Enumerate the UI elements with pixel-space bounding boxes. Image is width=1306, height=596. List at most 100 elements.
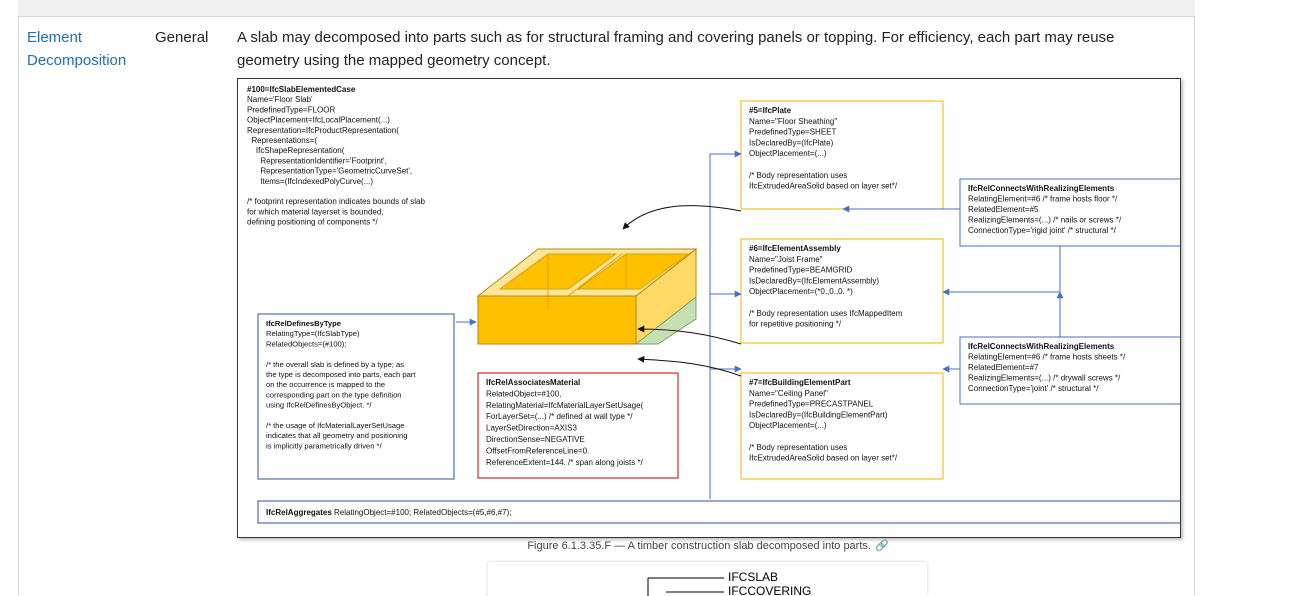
slab-3d-illustration	[476, 247, 698, 346]
aggregates-text: IfcRelAggregates RelatingObject=#100; Re…	[266, 508, 511, 517]
defines-box-line: corresponding part on the type definitio…	[266, 390, 402, 399]
defines-box-line: RelatedObjects=(#100);	[266, 339, 346, 348]
slab-bay-right	[576, 253, 690, 290]
part-box-line: IfcExtrudedAreaSolid based on layer set*…	[749, 454, 898, 463]
material-box-line: OffsetFromReferenceLine=0.	[486, 446, 589, 455]
assembly-box-line: /* Body representation uses IfcMappedIte…	[749, 309, 903, 318]
defines-box-line: is implicitly parametrically driven */	[266, 441, 383, 450]
part-box-title: #7=IfcBuildingElementPart	[749, 378, 851, 387]
part-box-line: ObjectPlacement=(...)	[749, 421, 827, 430]
assembly-to-slab-arrow	[637, 325, 742, 345]
connects1-box-title: IfcRelConnectsWithRealizingElements	[968, 184, 1115, 193]
figure-caption: Figure 6.1.3.35.F — A timber constructio…	[237, 539, 1179, 552]
connects1-to-assembly-connector	[942, 246, 1061, 296]
plate-box-frame	[740, 100, 944, 210]
part-to-slab-arrow	[637, 355, 742, 377]
slab-bay-left	[498, 253, 618, 290]
tree-node-ifcslab: IFCSLAB	[728, 570, 778, 584]
defines-box-line: RelatingType=(IfcSlabType)	[266, 329, 360, 338]
permalink-icon[interactable]: 🔗	[874, 540, 889, 552]
slab-definition-line: /* footprint representation indicates bo…	[247, 197, 425, 206]
defines-box-line: indicates that all geometry and position…	[266, 431, 407, 440]
connects2-box-line: ConnectionType='joint' /* structural */	[968, 384, 1099, 393]
connects2-box-line: RelatedElement=#7	[968, 363, 1039, 372]
slab-front-face	[477, 295, 637, 345]
material-box-frame	[477, 372, 679, 479]
next-figure-tree: IFCSLAB IFCCOVERING	[488, 562, 927, 596]
part-box-frame	[740, 372, 944, 480]
material-box-line: RelatingMaterial=IfcMaterialLayerSetUsag…	[486, 401, 644, 410]
associates-material-box: IfcRelAssociatesMaterialRelatedObject=#1…	[477, 372, 679, 479]
aggregates-frame	[257, 500, 1180, 524]
connects1-box-line: ConnectionType='rigid joint' /* structur…	[968, 226, 1117, 235]
concept-description: A slab may decomposed into parts such as…	[237, 29, 1115, 69]
connects1-box-line: RelatingElement=#6 /* frame hosts floor …	[968, 195, 1118, 204]
slab-definition-line: Items=(IfcIndexedPolyCurve(...)	[247, 177, 373, 186]
connects1-box-line: RealizingElements=(...) /* nails or scre…	[968, 216, 1122, 225]
slab-definition-line: Representation=IfcProductRepresentation(	[247, 126, 399, 135]
slab-definition-line: for which material layerset is bounded,	[247, 207, 384, 216]
connects2-box-line: RealizingElements=(...) /* drywall screw…	[968, 374, 1121, 383]
material-box-title: IfcRelAssociatesMaterial	[486, 378, 580, 387]
slab-definition-line: RepresentationType='GeometricCurveSet',	[247, 167, 412, 176]
material-box-line: RelatedObject=#100,	[486, 389, 561, 398]
assembly-box-line: Name="Joist Frame"	[749, 255, 823, 264]
material-box-line: LayerSetDirection=AXIS3	[486, 424, 577, 433]
tree-canvas: IFCSLAB IFCCOVERING	[647, 570, 811, 596]
defines-box-line: using IfcRelDefinesByObject. */	[266, 401, 372, 410]
plate-box-line: ObjectPlacement=(...)	[749, 149, 827, 158]
tree-node-ifccovering: IFCCOVERING	[728, 584, 811, 596]
material-box-line: ReferenceExtent=144. /* span along joist…	[486, 458, 644, 467]
connects-box-1: IfcRelConnectsWithRealizingElementsRelat…	[959, 178, 1180, 247]
table-header-bar	[18, 0, 1195, 17]
assembly-box-line: PredefinedType=BEAMGRID	[749, 266, 853, 275]
plate-box-line: IfcExtrudedAreaSolid based on layer set*…	[749, 182, 898, 191]
table-left-border	[18, 16, 19, 596]
plate-to-slab-arrow	[622, 205, 742, 230]
figure-caption-text: Figure 6.1.3.35.F — A timber constructio…	[527, 540, 871, 552]
assembly-box-line: for repetitive positioning */	[749, 320, 842, 329]
plate-box-line: /* Body representation uses	[749, 171, 847, 180]
defines-by-type-box: IfcRelDefinesByTypeRelatingType=(IfcSlab…	[257, 313, 455, 480]
defines-box-title: IfcRelDefinesByType	[266, 319, 341, 328]
plate-box-line: PredefinedType=SHEET	[749, 128, 836, 137]
connects2-box-line: RelatingElement=#6 /* frame hosts sheets…	[968, 353, 1126, 362]
assembly-box-line: IsDeclaredBy=(IfcElementAssembly)	[749, 276, 879, 285]
slab-definition-line: IfcShapeRepresentation(	[247, 146, 345, 155]
part-box-line: PredefinedType=PRECASTPANEL	[749, 400, 874, 409]
connects1-box-line: RelatedElement=#5	[968, 205, 1039, 214]
plate-box-title: #5=IfcPlate	[749, 106, 792, 115]
slab-definition-line: ObjectPlacement=IfcLocalPlacement(...)	[247, 116, 390, 125]
connects1-to-plate-connector	[842, 189, 961, 213]
table-right-border	[1194, 16, 1195, 596]
connects1-box-frame	[959, 178, 1180, 247]
defines-box-frame	[257, 313, 455, 480]
material-box-line: ForLayerSet=(...) /* defined at wall typ…	[486, 412, 633, 421]
aggregates-box: IfcRelAggregates RelatingObject=#100; Re…	[257, 500, 1180, 524]
assembly-box-title: #6=IfcElementAssembly	[749, 244, 841, 253]
slab-definition-line: Representations=(	[247, 136, 317, 145]
connects-box-2: IfcRelConnectsWithRealizingElementsRelat…	[959, 336, 1180, 405]
concept-category-cell: General	[155, 29, 209, 46]
slab-definition-line: RepresentationIdentifier='Footprint',	[247, 156, 387, 165]
aggregates-to-plate-connector	[709, 150, 742, 499]
slab-definition-line: PredefinedType=FLOOR	[247, 105, 335, 114]
ceiling-panel-face	[634, 295, 697, 345]
slab-definition-line: Name='Floor Slab'	[247, 95, 313, 104]
assembly-box-frame	[740, 238, 944, 344]
assembly-box-line: ObjectPlacement=(*0.,0.,0. *)	[749, 287, 853, 296]
connects2-box-title: IfcRelConnectsWithRealizingElements	[968, 342, 1115, 351]
concept-term-cell: Element Decomposition	[27, 26, 147, 72]
part-box-line: Name="Ceiling Panel"	[749, 389, 828, 398]
concept-term-link[interactable]: Element Decomposition	[27, 29, 127, 69]
connector-lines	[456, 150, 1064, 499]
part-box-line: IsDeclaredBy=(IfcBuildingElementPart)	[749, 410, 888, 419]
defines-box-line: /* the usage of IfcMaterialLayerSetUsage	[266, 421, 404, 430]
aggregates-body: RelatingObject=#100; RelatedObjects=(#5,…	[332, 508, 512, 517]
plate-box-line: Name="Floor Sheathing"	[749, 117, 837, 126]
